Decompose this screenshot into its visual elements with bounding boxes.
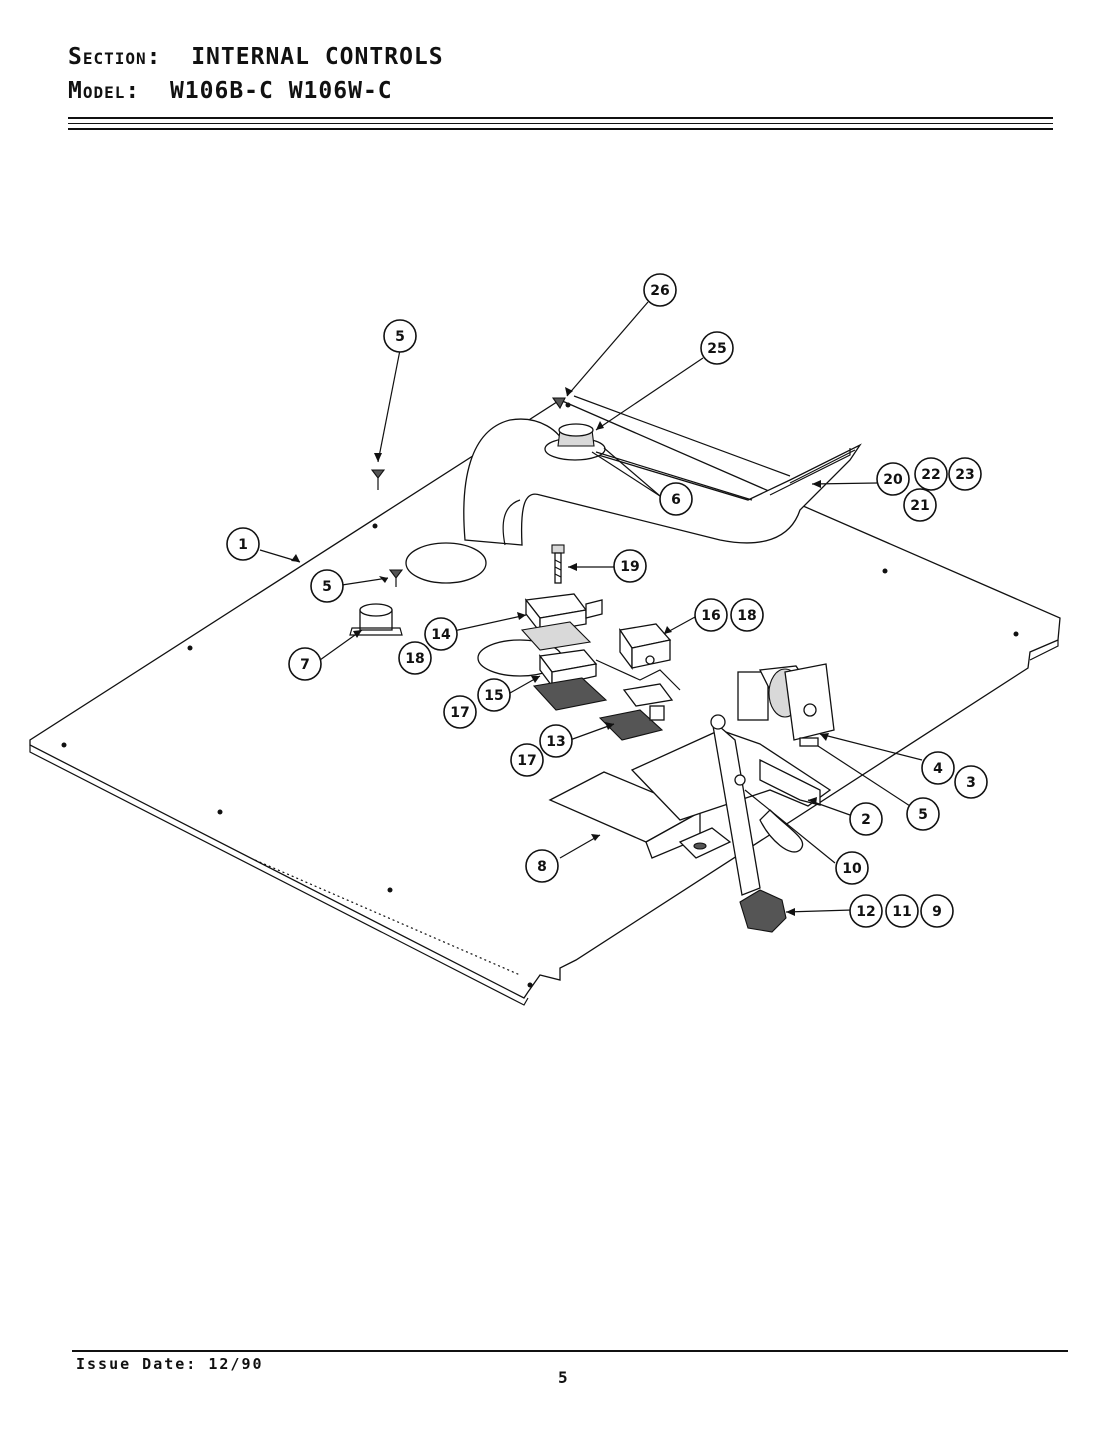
svg-text:22: 22 xyxy=(921,467,940,483)
svg-text:25: 25 xyxy=(707,341,726,357)
svg-text:10: 10 xyxy=(842,861,862,877)
callout-1: 1 xyxy=(226,527,260,561)
control-knob-12 xyxy=(739,889,787,933)
leader-arrowheads xyxy=(291,387,829,916)
callout-9: 9 xyxy=(920,894,954,928)
svg-text:21: 21 xyxy=(910,498,929,514)
header-rule-top xyxy=(68,117,1053,119)
callout-12: 12 xyxy=(849,894,883,928)
svg-text:1: 1 xyxy=(238,537,248,553)
svg-text:6: 6 xyxy=(671,492,681,508)
callout-16: 16 xyxy=(694,598,728,632)
section-label: Section: xyxy=(68,44,162,70)
section-title: INTERNAL CONTROLS xyxy=(191,44,444,70)
callout-18-right: 18 xyxy=(730,598,764,632)
issue-date: Issue Date: 12/90 xyxy=(76,1355,264,1373)
base-panel xyxy=(29,399,1061,1006)
callout-25: 25 xyxy=(700,331,734,365)
callout-21: 21 xyxy=(903,488,937,522)
header-rule-bottom xyxy=(68,128,1053,130)
svg-text:17: 17 xyxy=(517,753,536,769)
callout-18-left: 18 xyxy=(398,641,432,675)
model-heading: Model: W106B-C W106W-C xyxy=(68,78,393,104)
svg-text:7: 7 xyxy=(300,657,310,673)
svg-text:8: 8 xyxy=(537,859,547,875)
svg-text:13: 13 xyxy=(546,734,565,750)
page-number: 5 xyxy=(558,1368,568,1387)
callout-15: 15 xyxy=(477,678,511,712)
svg-text:5: 5 xyxy=(918,807,928,823)
callout-22: 22 xyxy=(914,457,948,491)
header-rule-mid xyxy=(68,123,1053,124)
svg-text:14: 14 xyxy=(431,627,451,643)
switch-16 xyxy=(618,623,672,670)
svg-text:26: 26 xyxy=(650,283,669,299)
svg-text:3: 3 xyxy=(966,775,976,791)
svg-text:5: 5 xyxy=(395,329,405,345)
screw-5-top xyxy=(370,469,386,490)
motor-4 xyxy=(737,663,835,747)
callout-5-mid: 5 xyxy=(310,569,344,603)
thermostat-7 xyxy=(349,603,403,636)
model-label: Model: xyxy=(68,78,141,104)
leader-lines xyxy=(259,301,923,913)
footer-rule xyxy=(72,1350,1068,1352)
screw-19 xyxy=(551,544,565,584)
callout-5-right: 5 xyxy=(906,797,940,831)
callout-4: 4 xyxy=(921,751,955,785)
svg-text:11: 11 xyxy=(892,904,911,920)
svg-text:23: 23 xyxy=(955,467,974,483)
lever-assembly xyxy=(630,714,832,896)
svg-text:9: 9 xyxy=(932,904,942,920)
switch-15 xyxy=(532,649,681,711)
svg-text:5: 5 xyxy=(322,579,332,595)
section-heading: Section: INTERNAL CONTROLS xyxy=(68,44,444,70)
screw-26 xyxy=(551,397,566,410)
svg-text:4: 4 xyxy=(933,761,943,777)
callout-10: 10 xyxy=(835,851,869,885)
callout-5-top: 5 xyxy=(383,319,417,353)
svg-text:15: 15 xyxy=(484,688,503,704)
callout-2: 2 xyxy=(849,802,883,836)
callout-3: 3 xyxy=(954,765,988,799)
switch-13 xyxy=(598,683,674,741)
callout-7: 7 xyxy=(288,647,322,681)
svg-text:16: 16 xyxy=(701,608,720,624)
callout-17-lower: 17 xyxy=(510,743,544,777)
callout-13: 13 xyxy=(539,724,573,758)
svg-text:18: 18 xyxy=(737,608,756,624)
thermostat-25 xyxy=(544,423,606,461)
svg-text:2: 2 xyxy=(861,812,871,828)
callout-19: 19 xyxy=(613,549,647,583)
callout-20: 20 xyxy=(876,462,910,496)
callout-23: 23 xyxy=(948,457,982,491)
screw-5-mid xyxy=(388,569,404,587)
model-numbers: W106B-C W106W-C xyxy=(169,78,393,104)
callout-6: 6 xyxy=(659,482,693,516)
svg-text:17: 17 xyxy=(450,705,469,721)
svg-text:18: 18 xyxy=(405,651,424,667)
callout-17-upper: 17 xyxy=(443,695,477,729)
svg-text:19: 19 xyxy=(620,559,639,575)
callout-14: 14 xyxy=(424,617,458,651)
callout-11: 11 xyxy=(885,894,919,928)
svg-text:20: 20 xyxy=(883,472,903,488)
svg-text:12: 12 xyxy=(856,904,875,920)
callout-8: 8 xyxy=(525,849,559,883)
switch-14 xyxy=(520,593,603,651)
callout-26: 26 xyxy=(643,273,677,307)
